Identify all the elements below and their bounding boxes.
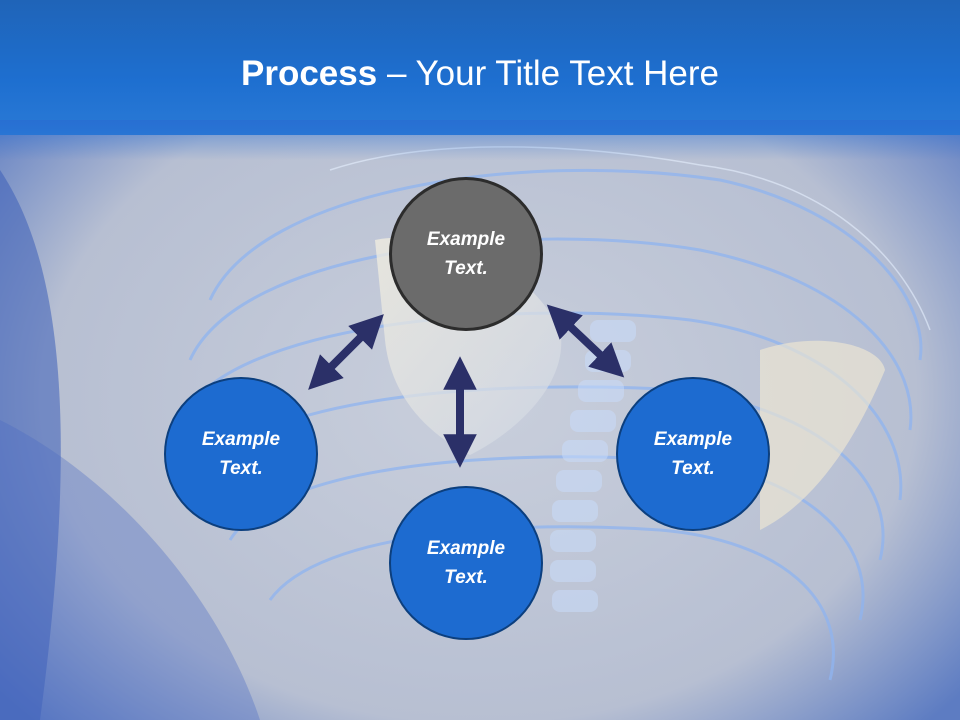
slide-title-bold: Process bbox=[241, 54, 378, 93]
process-node-right-label: Example Text. bbox=[653, 429, 733, 479]
slide-title[interactable]: Process – Your Title Text Here bbox=[0, 52, 960, 96]
process-node-top-label: Example Text. bbox=[426, 229, 506, 279]
arrow-top-left[interactable] bbox=[308, 314, 384, 390]
arrow-top-right[interactable] bbox=[546, 304, 625, 378]
process-node-bottom-label: Example Text. bbox=[426, 538, 506, 588]
process-node-left-label: Example Text. bbox=[201, 429, 281, 479]
title-bar-fade bbox=[0, 120, 960, 160]
process-node-left[interactable]: Example Text. bbox=[164, 377, 318, 531]
process-node-top[interactable]: Example Text. bbox=[389, 177, 543, 331]
title-bar bbox=[0, 0, 960, 135]
process-node-right[interactable]: Example Text. bbox=[616, 377, 770, 531]
process-node-bottom[interactable]: Example Text. bbox=[389, 486, 543, 640]
slide-title-rest: – Your Title Text Here bbox=[377, 54, 719, 93]
